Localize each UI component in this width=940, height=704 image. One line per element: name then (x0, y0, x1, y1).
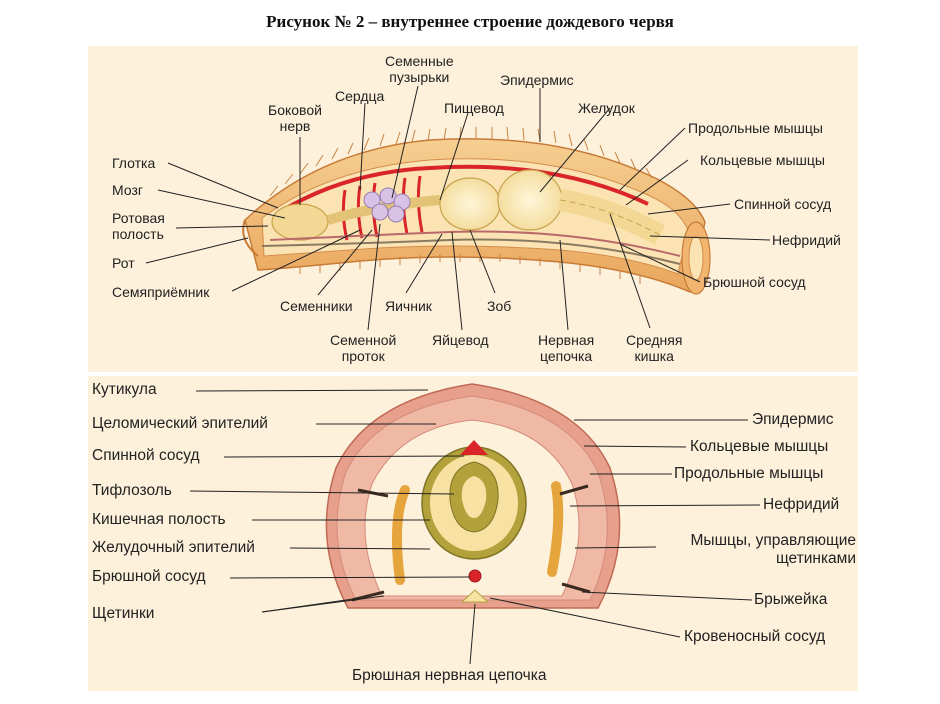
label-lateral-nerve: Боковой нерв (268, 102, 322, 134)
label-typhlosole: Тифлозоль (92, 482, 172, 499)
label-testes: Семенники (280, 298, 353, 314)
figure-title: Рисунок № 2 – внутреннее строение дождев… (266, 12, 674, 31)
label-ventral-vessel-top: Брюшной сосуд (703, 274, 806, 290)
label-blood-vessel: Кровеносный сосуд (684, 628, 826, 645)
label-mouth: Рот (112, 255, 135, 271)
label-longitudinal-muscles-bottom: Продольные мышцы (674, 465, 824, 482)
label-setae-muscles: Мышцы, управляющие щетинками (690, 532, 856, 567)
label-intestinal-cavity: Кишечная полость (92, 511, 226, 528)
cross-nephridium-right (547, 481, 564, 577)
label-nephridium-top: Нефридий (772, 232, 841, 248)
label-gizzard: Желудок (578, 100, 635, 116)
label-dorsal-vessel-top: Спинной сосуд (734, 196, 832, 212)
label-mouth-cavity: Ротовая полость (112, 210, 165, 242)
cross-nerve-cord (460, 589, 490, 603)
seminal-vesicles-shape (363, 187, 411, 223)
leader-lines-top (145, 85, 771, 331)
label-circular-muscles-top: Кольцевые мышцы (700, 152, 825, 168)
label-esophagus: Пищевод (444, 100, 504, 116)
label-mesentery: Брыжейка (754, 591, 828, 608)
label-midgut: Средняя кишка (626, 332, 683, 364)
label-sperm-duct: Семенной проток (330, 332, 397, 364)
label-ovary: Яичник (385, 298, 432, 314)
label-oviduct: Яйцевод (432, 332, 489, 348)
label-circular-muscles-bottom: Кольцевые мышцы (690, 438, 829, 455)
label-cuticle: Кутикула (92, 381, 157, 398)
label-coelomic-epithelium: Целомический эпителий (92, 415, 268, 432)
label-nerve-cord: Нервная цепочка (538, 332, 595, 364)
label-seminal-vesicles: Семенные пузырьки (385, 53, 454, 85)
cross-dorsal-vessel (460, 440, 488, 455)
label-epidermis-top: Эпидермис (500, 72, 574, 88)
label-ventral-vessel-bottom: Брюшной сосуд (92, 568, 206, 585)
label-nephridium-bottom: Нефридий (763, 496, 840, 513)
label-brain: Мозг (112, 182, 143, 198)
label-seminal-receptacle: Семяприёмник (112, 284, 210, 300)
leader-lines-bottom (189, 389, 761, 665)
label-epidermis-bottom: Эпидермис (752, 411, 834, 428)
label-gastric-epithelium: Желудочный эпителий (92, 539, 255, 556)
cross-ventral-vessel (468, 569, 482, 583)
label-ventral-nerve-cord: Брюшная нервная цепочка (352, 667, 547, 684)
ventral-vessel-shape (269, 230, 681, 257)
label-setae: Щетинки (92, 605, 155, 622)
label-dorsal-vessel-bottom: Спинной сосуд (92, 447, 200, 464)
label-hearts: Сердца (335, 88, 385, 104)
cross-nephridium-left (391, 485, 410, 585)
nerve-cord-shape (261, 238, 681, 265)
label-pharynx: Глотка (112, 155, 156, 171)
label-longitudinal-muscles-top: Продольные мышцы (688, 120, 823, 136)
dorsal-vessel-shape (278, 164, 649, 214)
label-crop: Зоб (487, 298, 512, 314)
